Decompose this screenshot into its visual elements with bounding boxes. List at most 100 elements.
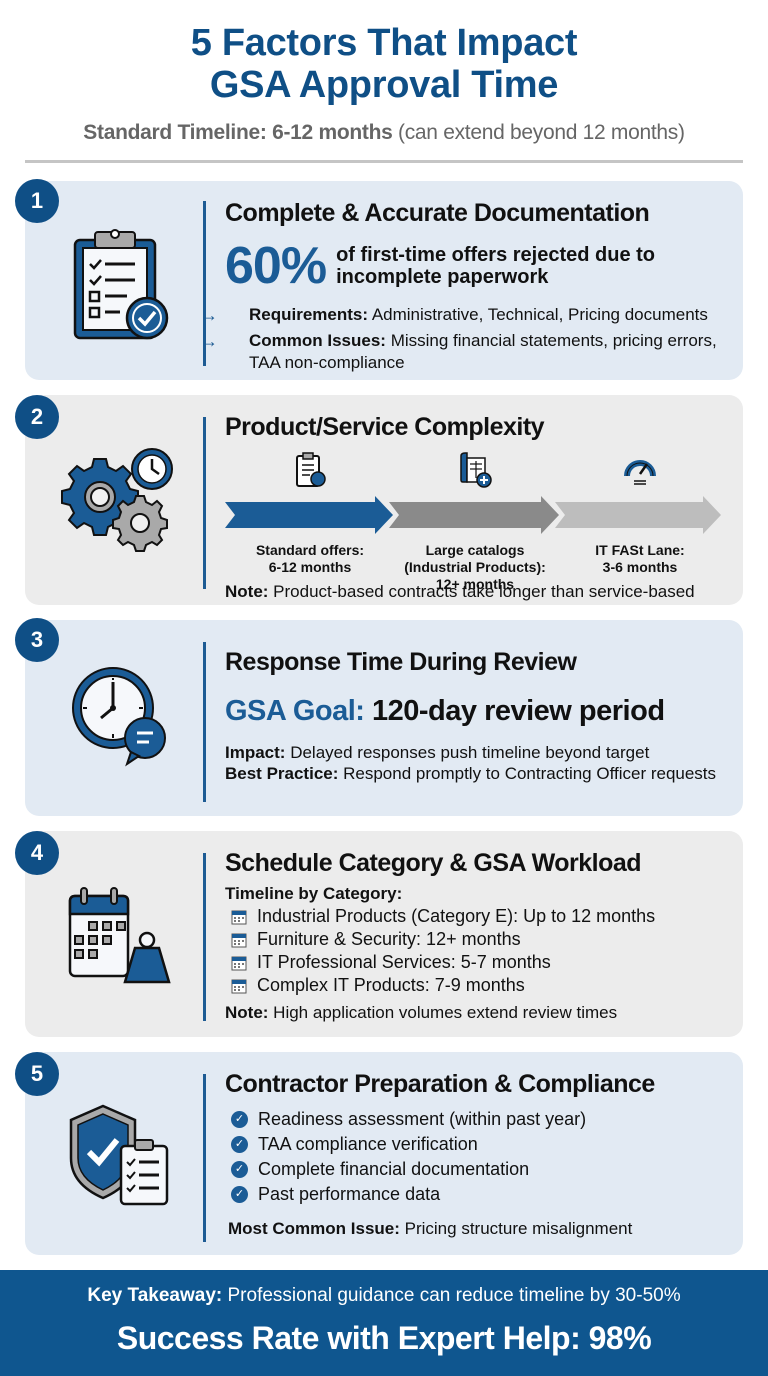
arrow-right-icon: → — [200, 305, 218, 325]
factor-note: Note: Product-based contracts take longe… — [225, 582, 729, 602]
header: 5 Factors That Impact GSA Approval Time … — [0, 0, 768, 165]
divider-line — [203, 642, 206, 802]
category-text: Complex IT Products: 7-9 months — [257, 975, 525, 995]
calendar-icon — [231, 910, 247, 924]
number-badge: 1 — [15, 179, 59, 223]
check-circle-icon: ✓ — [231, 1186, 248, 1203]
check-text: Past performance data — [258, 1184, 441, 1204]
common-issues-row: → Common Issues: Missing financial state… — [200, 330, 729, 374]
number-badge: 4 — [15, 831, 59, 875]
gears-clock-icon — [45, 435, 195, 565]
bullet-label: Common Issues: — [249, 331, 386, 350]
note-label: Note: — [225, 582, 269, 601]
goal-text: 120-day review period — [364, 695, 665, 727]
timeline-label: Large catalogs (Industrial Products): 12… — [390, 542, 560, 593]
takeaway-text: Professional guidance can reduce timelin… — [222, 1285, 681, 1306]
factor-card-3: 3 Response Time During Review GSA Goal: … — [15, 618, 743, 816]
footer-banner: Key Takeaway: Professional guidance can … — [0, 1270, 768, 1376]
number-badge: 5 — [15, 1052, 59, 1096]
takeaway-label: Key Takeaway: — [87, 1285, 223, 1306]
factor-title: Schedule Category & GSA Workload — [225, 849, 642, 877]
checklist: ✓Readiness assessment (within past year)… — [225, 1107, 729, 1207]
list-item: Industrial Products (Category E): Up to … — [225, 905, 729, 928]
divider-line — [203, 417, 206, 589]
factor-card-4: 4 Schedule Category & GSA Workload Timel… — [15, 831, 743, 1037]
goal-label: GSA Goal: — [225, 695, 365, 727]
note-text: High application volumes extend review t… — [268, 1003, 618, 1022]
bullet-label: Requirements: — [249, 305, 369, 324]
factor-title: Complete & Accurate Documentation — [225, 199, 650, 227]
clipboard-checklist-icon — [45, 211, 195, 361]
stat-text-line-1: of first-time offers rejected due to — [336, 244, 656, 266]
title-line-2: GSA Approval Time — [209, 64, 559, 106]
category-subheading: Timeline by Category: — [225, 884, 403, 903]
timeline-arrows — [225, 496, 721, 534]
subtitle-rest: (can extend beyond 12 months) — [392, 121, 685, 144]
list-item: ✓Readiness assessment (within past year) — [225, 1107, 729, 1132]
calendar-weight-icon — [45, 876, 195, 996]
factor-content: Response Time During Review GSA Goal: 12… — [225, 648, 729, 784]
check-text: TAA compliance verification — [258, 1134, 478, 1154]
factor-card-5: 5 Contractor Preparation & Compliance ✓R… — [15, 1052, 743, 1255]
clock-chat-icon — [45, 650, 195, 780]
number-badge: 3 — [15, 618, 59, 662]
list-item: Complex IT Products: 7-9 months — [225, 974, 729, 997]
label-line: 3-6 months — [602, 559, 678, 575]
arrow-right-icon: → — [200, 331, 218, 351]
stat-text-line-2: incomplete paperwork — [336, 266, 549, 288]
factor-title: Contractor Preparation & Compliance — [225, 1070, 655, 1098]
factor-title: Response Time During Review — [225, 648, 577, 676]
label-line: Large catalogs — [425, 542, 525, 558]
gsa-goal: GSA Goal: 120-day review period — [225, 695, 729, 728]
impact-text: Impact: Delayed responses push timeline … — [225, 742, 729, 763]
timeline: Standard offers: 6-12 months — [225, 450, 729, 592]
factor-note: Note: High application volumes extend re… — [225, 1003, 729, 1023]
divider-line — [203, 201, 206, 366]
factor-card-2: 2 Product/Service Complexity — [15, 395, 743, 605]
catalog-icon — [390, 450, 560, 490]
bullet-text: Missing financial statements, pricing er… — [249, 331, 717, 372]
title-line-1: 5 Factors That Impact — [190, 22, 578, 64]
calendar-icon — [231, 956, 247, 970]
requirements-row: → Requirements: Administrative, Technica… — [200, 304, 729, 326]
factor-content: Schedule Category & GSA Workload Timelin… — [225, 849, 729, 1023]
list-item: Furniture & Security: 12+ months — [225, 928, 729, 951]
number-badge: 2 — [15, 395, 59, 439]
best-practice-text: Best Practice: Respond promptly to Contr… — [225, 763, 729, 784]
big-stat: 60% — [225, 237, 327, 295]
category-text: IT Professional Services: 5-7 months — [257, 952, 551, 972]
factor-title: Product/Service Complexity — [225, 413, 545, 441]
speedometer-icon — [555, 450, 725, 490]
stat-text: of first-time offers rejected due to inc… — [336, 244, 655, 288]
label-line: 6-12 months — [268, 559, 352, 575]
label-line: Standard offers: — [255, 542, 365, 558]
factor-content: Complete & Accurate Documentation 60% of… — [200, 199, 729, 374]
check-text: Readiness assessment (within past year) — [258, 1109, 587, 1129]
list-item: IT Professional Services: 5-7 months — [225, 951, 729, 974]
success-rate: Success Rate with Expert Help: 98% — [116, 1320, 652, 1356]
practice-label: Best Practice: — [225, 764, 339, 783]
divider-line — [203, 1074, 206, 1242]
note-label: Note: — [225, 1003, 269, 1022]
label-line: (Industrial Products): — [404, 559, 546, 575]
label-line: 12+ months — [435, 576, 515, 592]
factor-content: Contractor Preparation & Compliance ✓Rea… — [225, 1070, 729, 1239]
category-text: Furniture & Security: 12+ months — [257, 929, 521, 949]
note-text: Product-based contracts take longer than… — [268, 582, 695, 601]
calendar-icon — [231, 933, 247, 947]
factor-content: Product/Service Complexity — [225, 413, 729, 602]
category-list: Industrial Products (Category E): Up to … — [225, 905, 729, 997]
key-takeaway: Key Takeaway: Professional guidance can … — [0, 1285, 768, 1307]
factor-card-1: 1 Complete & Accurate Documentation 60% … — [15, 179, 743, 380]
practice-body: Respond promptly to Contracting Officer … — [338, 764, 717, 783]
most-common-issue: Most Common Issue: Pricing structure mis… — [225, 1219, 729, 1239]
check-circle-icon: ✓ — [231, 1136, 248, 1153]
subtitle-bold: Standard Timeline: 6-12 months — [83, 121, 393, 144]
clipboard-icon — [225, 450, 395, 490]
divider-line — [203, 853, 206, 1021]
list-item: ✓ Past performance data — [225, 1182, 729, 1207]
timeline-label: Standard offers: 6-12 months — [225, 542, 395, 576]
check-circle-icon: ✓ — [231, 1161, 248, 1178]
header-divider — [25, 160, 743, 163]
stat-row: 60% of first-time offers rejected due to… — [225, 238, 729, 294]
